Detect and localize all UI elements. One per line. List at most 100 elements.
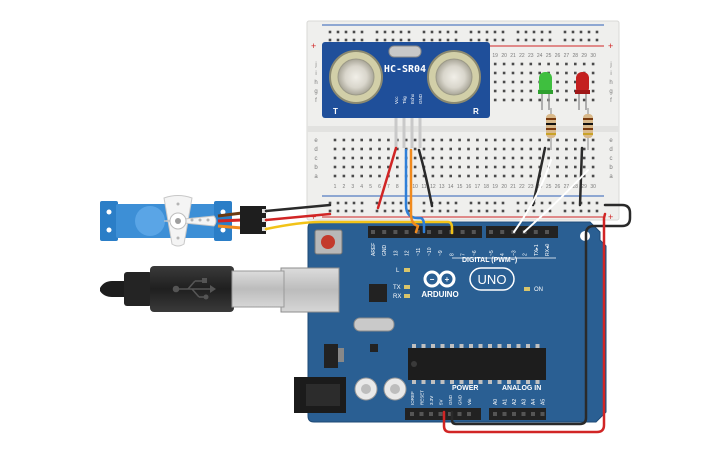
breadboard-hole[interactable] [582,62,586,66]
rail-hole[interactable] [328,30,332,34]
header-hole[interactable] [500,230,505,234]
rail-hole[interactable] [524,30,528,34]
breadboard-hole[interactable] [529,71,533,75]
wire-led-green-signal[interactable] [513,159,552,233]
breadboard-hole[interactable] [574,71,577,75]
header-hole[interactable] [457,412,462,416]
breadboard-hole[interactable] [493,80,497,84]
breadboard-hole[interactable] [556,71,559,75]
header-hole[interactable] [531,412,535,416]
breadboard-hole[interactable] [547,147,550,151]
rail-hole[interactable] [477,201,481,205]
rail-hole[interactable] [430,209,434,213]
rail-hole[interactable] [391,30,395,34]
rail-hole[interactable] [571,201,575,205]
breadboard-hole[interactable] [511,147,515,151]
breadboard-hole[interactable] [556,174,559,178]
red-led[interactable] [575,72,590,110]
rail-hole[interactable] [485,38,489,42]
breadboard-hole[interactable] [431,138,435,142]
breadboard-hole[interactable] [396,165,399,169]
rail-hole[interactable] [344,30,348,34]
breadboard-hole[interactable] [520,156,524,160]
breadboard-hole[interactable] [351,156,355,160]
header-hole[interactable] [429,412,433,416]
header-hole[interactable] [410,412,414,416]
breadboard-hole[interactable] [467,147,470,151]
breadboard-hole[interactable] [529,89,533,93]
breadboard-hole[interactable] [565,71,568,75]
breadboard-hole[interactable] [369,138,372,142]
breadboard-hole[interactable] [529,98,533,102]
rail-hole[interactable] [587,201,591,205]
breadboard-hole[interactable] [502,89,506,93]
breadboard-hole[interactable] [396,147,399,151]
rail-hole[interactable] [422,201,426,205]
breadboard-hole[interactable] [511,156,515,160]
rail-hole[interactable] [587,209,591,213]
breadboard-hole[interactable] [538,147,541,151]
rail-hole[interactable] [438,209,442,213]
breadboard-hole[interactable] [520,62,524,66]
breadboard-hole[interactable] [458,156,461,160]
breadboard-hole[interactable] [529,174,533,178]
rail-hole[interactable] [469,38,473,42]
breadboard-hole[interactable] [387,147,390,151]
breadboard-hole[interactable] [574,80,577,84]
breadboard-hole[interactable] [378,156,381,160]
breadboard-hole[interactable] [582,165,586,169]
breadboard-hole[interactable] [502,98,506,102]
breadboard-hole[interactable] [360,174,363,178]
breadboard-hole[interactable] [467,138,470,142]
rail-hole[interactable] [438,30,442,34]
breadboard-hole[interactable] [547,174,550,178]
rail-hole[interactable] [352,30,356,34]
breadboard-hole[interactable] [574,98,577,102]
breadboard-hole[interactable] [342,165,346,169]
wire-servo-red[interactable] [264,212,332,222]
breadboard-hole[interactable] [502,71,506,75]
breadboard-hole[interactable] [351,165,355,169]
rail-hole[interactable] [469,30,473,34]
rail-hole[interactable] [391,201,395,205]
rail-hole[interactable] [571,209,575,213]
breadboard-hole[interactable] [529,80,533,84]
breadboard-hole[interactable] [493,138,497,142]
breadboard-hole[interactable] [582,174,586,178]
rail-hole[interactable] [383,38,387,42]
rail-hole[interactable] [485,209,489,213]
rail-hole[interactable] [477,209,481,213]
breadboard-hole[interactable] [485,174,488,178]
rail-hole[interactable] [344,209,348,213]
rail-hole[interactable] [540,38,544,42]
rail-hole[interactable] [344,201,348,205]
rail-hole[interactable] [501,30,505,34]
rail-hole[interactable] [407,201,411,205]
breadboard-hole[interactable] [582,147,586,151]
rail-hole[interactable] [336,30,340,34]
rail-hole[interactable] [548,30,552,34]
header-hole[interactable] [448,412,452,416]
breadboard-hole[interactable] [431,147,435,151]
breadboard-hole[interactable] [502,147,506,151]
breadboard-hole[interactable] [565,156,568,160]
breadboard-hole[interactable] [574,174,577,178]
rail-hole[interactable] [336,209,340,213]
breadboard-hole[interactable] [440,147,444,151]
breadboard-hole[interactable] [342,174,346,178]
breadboard-hole[interactable] [565,98,568,102]
rail-hole[interactable] [595,38,599,42]
breadboard-hole[interactable] [556,156,559,160]
breadboard-hole[interactable] [511,89,515,93]
rail-hole[interactable] [540,209,544,213]
rail-hole[interactable] [524,38,528,42]
breadboard-hole[interactable] [591,80,595,84]
rail-hole[interactable] [524,209,528,213]
breadboard-hole[interactable] [591,98,595,102]
rail-hole[interactable] [563,201,567,205]
breadboard-hole[interactable] [591,138,595,142]
header-hole[interactable] [438,412,443,416]
breadboard-hole[interactable] [449,147,452,151]
rail-hole[interactable] [360,38,364,42]
rail-hole[interactable] [571,38,575,42]
